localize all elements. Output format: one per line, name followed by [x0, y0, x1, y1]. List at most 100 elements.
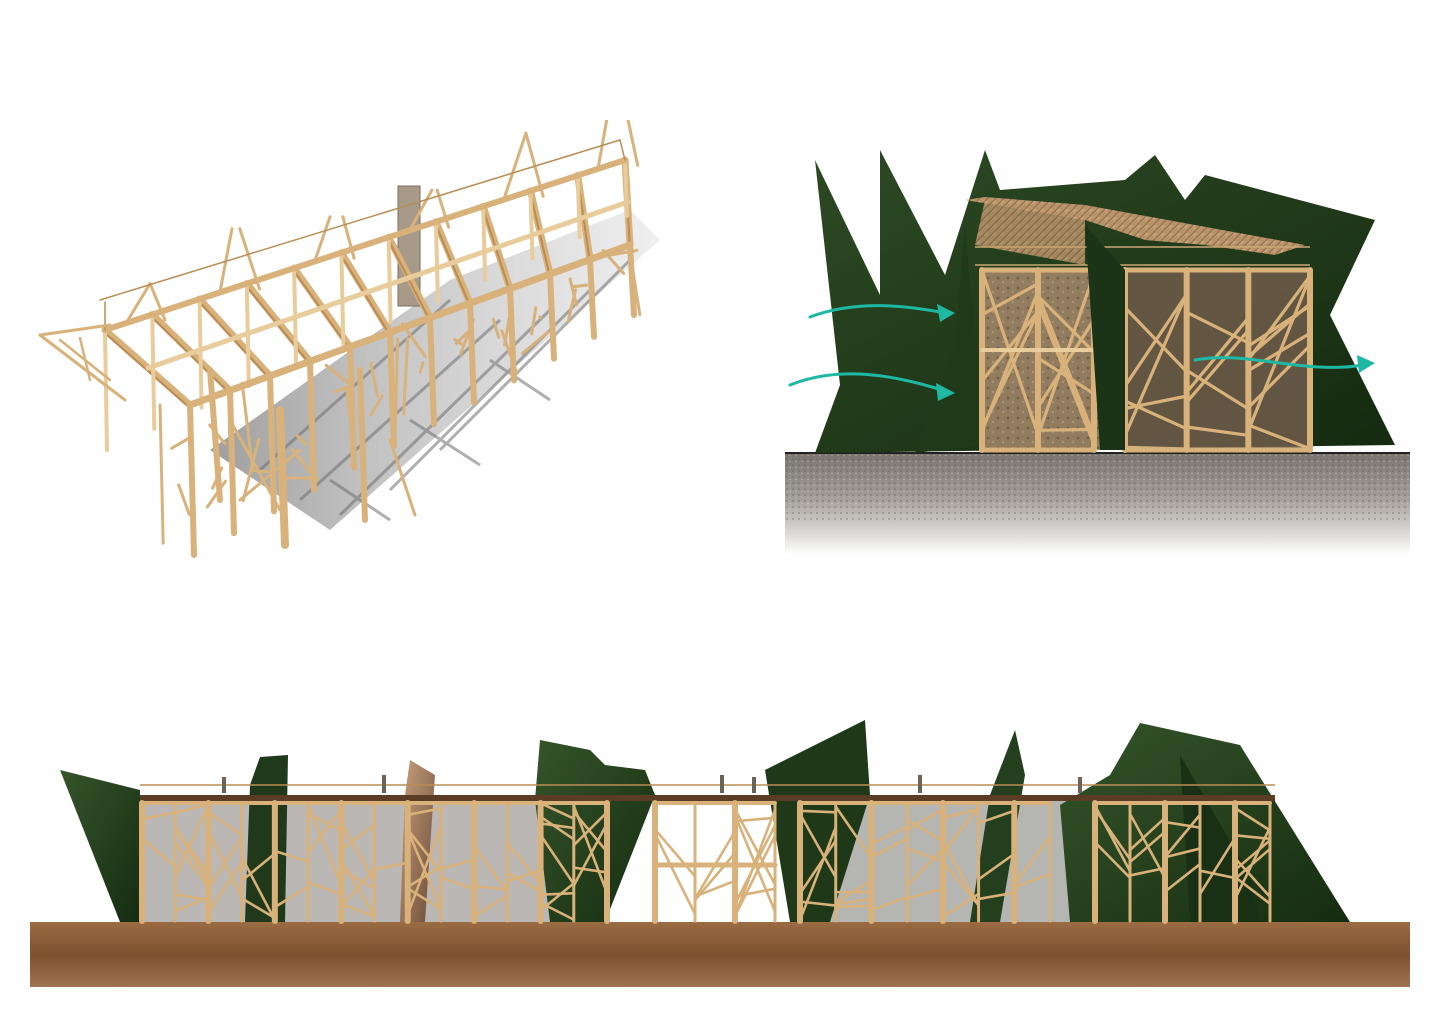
brace [538, 315, 543, 320]
facade-strut [140, 811, 177, 821]
facade-strut [339, 823, 376, 851]
lattice-strut [980, 282, 1040, 317]
roof-fin [626, 120, 640, 167]
facade-strut [941, 805, 980, 855]
brace [402, 336, 410, 416]
facade-strut [905, 887, 945, 900]
facade-strut [1163, 820, 1202, 829]
arrow-right-icon [936, 383, 955, 401]
wing-member [78, 336, 92, 382]
facade-strut [207, 861, 243, 914]
facade-strut [1233, 839, 1272, 872]
column [587, 256, 597, 340]
facade-strut [306, 804, 343, 887]
facade-strut [207, 810, 243, 837]
facade-strut [905, 847, 945, 863]
facade-strut [1128, 812, 1167, 880]
facade-strut [472, 894, 509, 918]
column [575, 173, 582, 240]
beam-edge [387, 239, 431, 322]
facade-strut [798, 809, 838, 814]
brace [177, 483, 191, 516]
facade-strut [1128, 816, 1167, 852]
brace [566, 288, 578, 323]
green-blade [60, 770, 140, 922]
green-blade [245, 755, 288, 922]
green-wall-left [915, 225, 985, 453]
facade-strut [1233, 875, 1272, 906]
brace [241, 437, 261, 503]
timber-ground-slab [30, 922, 1410, 987]
facade-strut [506, 841, 542, 885]
facade-strut [506, 869, 542, 883]
brace [500, 329, 518, 374]
timber-lattice-frames [979, 267, 1313, 453]
facade-strut [406, 829, 443, 911]
arrow-right-icon [937, 304, 955, 322]
person-figure [222, 777, 226, 793]
facade-strut [941, 807, 980, 820]
column [481, 204, 488, 282]
facade-strut [977, 852, 1016, 881]
timber-lattice-facade [139, 800, 1272, 924]
facade-strut [240, 855, 277, 922]
facade-strut [173, 840, 210, 889]
facade-strut [572, 810, 609, 854]
facade-strut [1233, 847, 1272, 881]
leg [357, 367, 368, 523]
wing-member [38, 323, 112, 337]
facade-strut [373, 861, 410, 871]
long-beam [145, 199, 631, 371]
column [528, 188, 535, 261]
facade-strut [870, 836, 909, 859]
column [103, 328, 109, 452]
facade-strut [273, 849, 310, 863]
facade-strut [905, 818, 945, 843]
lattice-strut [1185, 316, 1250, 394]
facade-strut [1012, 835, 1052, 886]
lattice-strut [980, 310, 1040, 383]
wing-member [38, 333, 127, 402]
facade-strut [1233, 834, 1272, 841]
roof-deck [140, 795, 1275, 801]
column [227, 387, 237, 537]
facade-strut [572, 866, 609, 874]
long-beam [102, 157, 628, 333]
lattice-strut [1123, 399, 1189, 431]
beam-edge [340, 254, 391, 337]
person-figure [752, 777, 756, 793]
railing [99, 139, 621, 301]
facade-strut [834, 805, 873, 860]
lattice-strut [1036, 427, 1096, 432]
brace [491, 317, 501, 339]
facade-strut [693, 851, 737, 902]
railing-post [619, 139, 626, 161]
facade-strut [1093, 841, 1132, 880]
facade-strut [941, 860, 980, 907]
facade-strut [339, 868, 376, 908]
arrow-right-icon [1193, 356, 1365, 369]
facade-strut [539, 822, 576, 830]
facade-strut [539, 901, 576, 921]
lattice-strut [1246, 302, 1312, 359]
facade-strut [834, 904, 873, 909]
roof-fin [407, 188, 434, 234]
facade-strut [173, 826, 210, 876]
airflow-arrows [788, 304, 1365, 393]
facade-strut [905, 847, 945, 887]
brace [418, 361, 425, 374]
facade-strut [834, 879, 873, 905]
facade-strut [339, 821, 376, 883]
lattice-strut [1123, 445, 1189, 451]
roof-fin [312, 215, 332, 265]
roof-fin [501, 131, 528, 203]
lattice-strut [1185, 328, 1250, 404]
facade-strut [207, 829, 243, 899]
facade-strut [1093, 807, 1132, 861]
facade-strut [472, 884, 509, 891]
facade-strut [240, 852, 277, 883]
roof-fin [123, 282, 152, 327]
brace [388, 438, 417, 517]
facade-strut [306, 881, 343, 896]
